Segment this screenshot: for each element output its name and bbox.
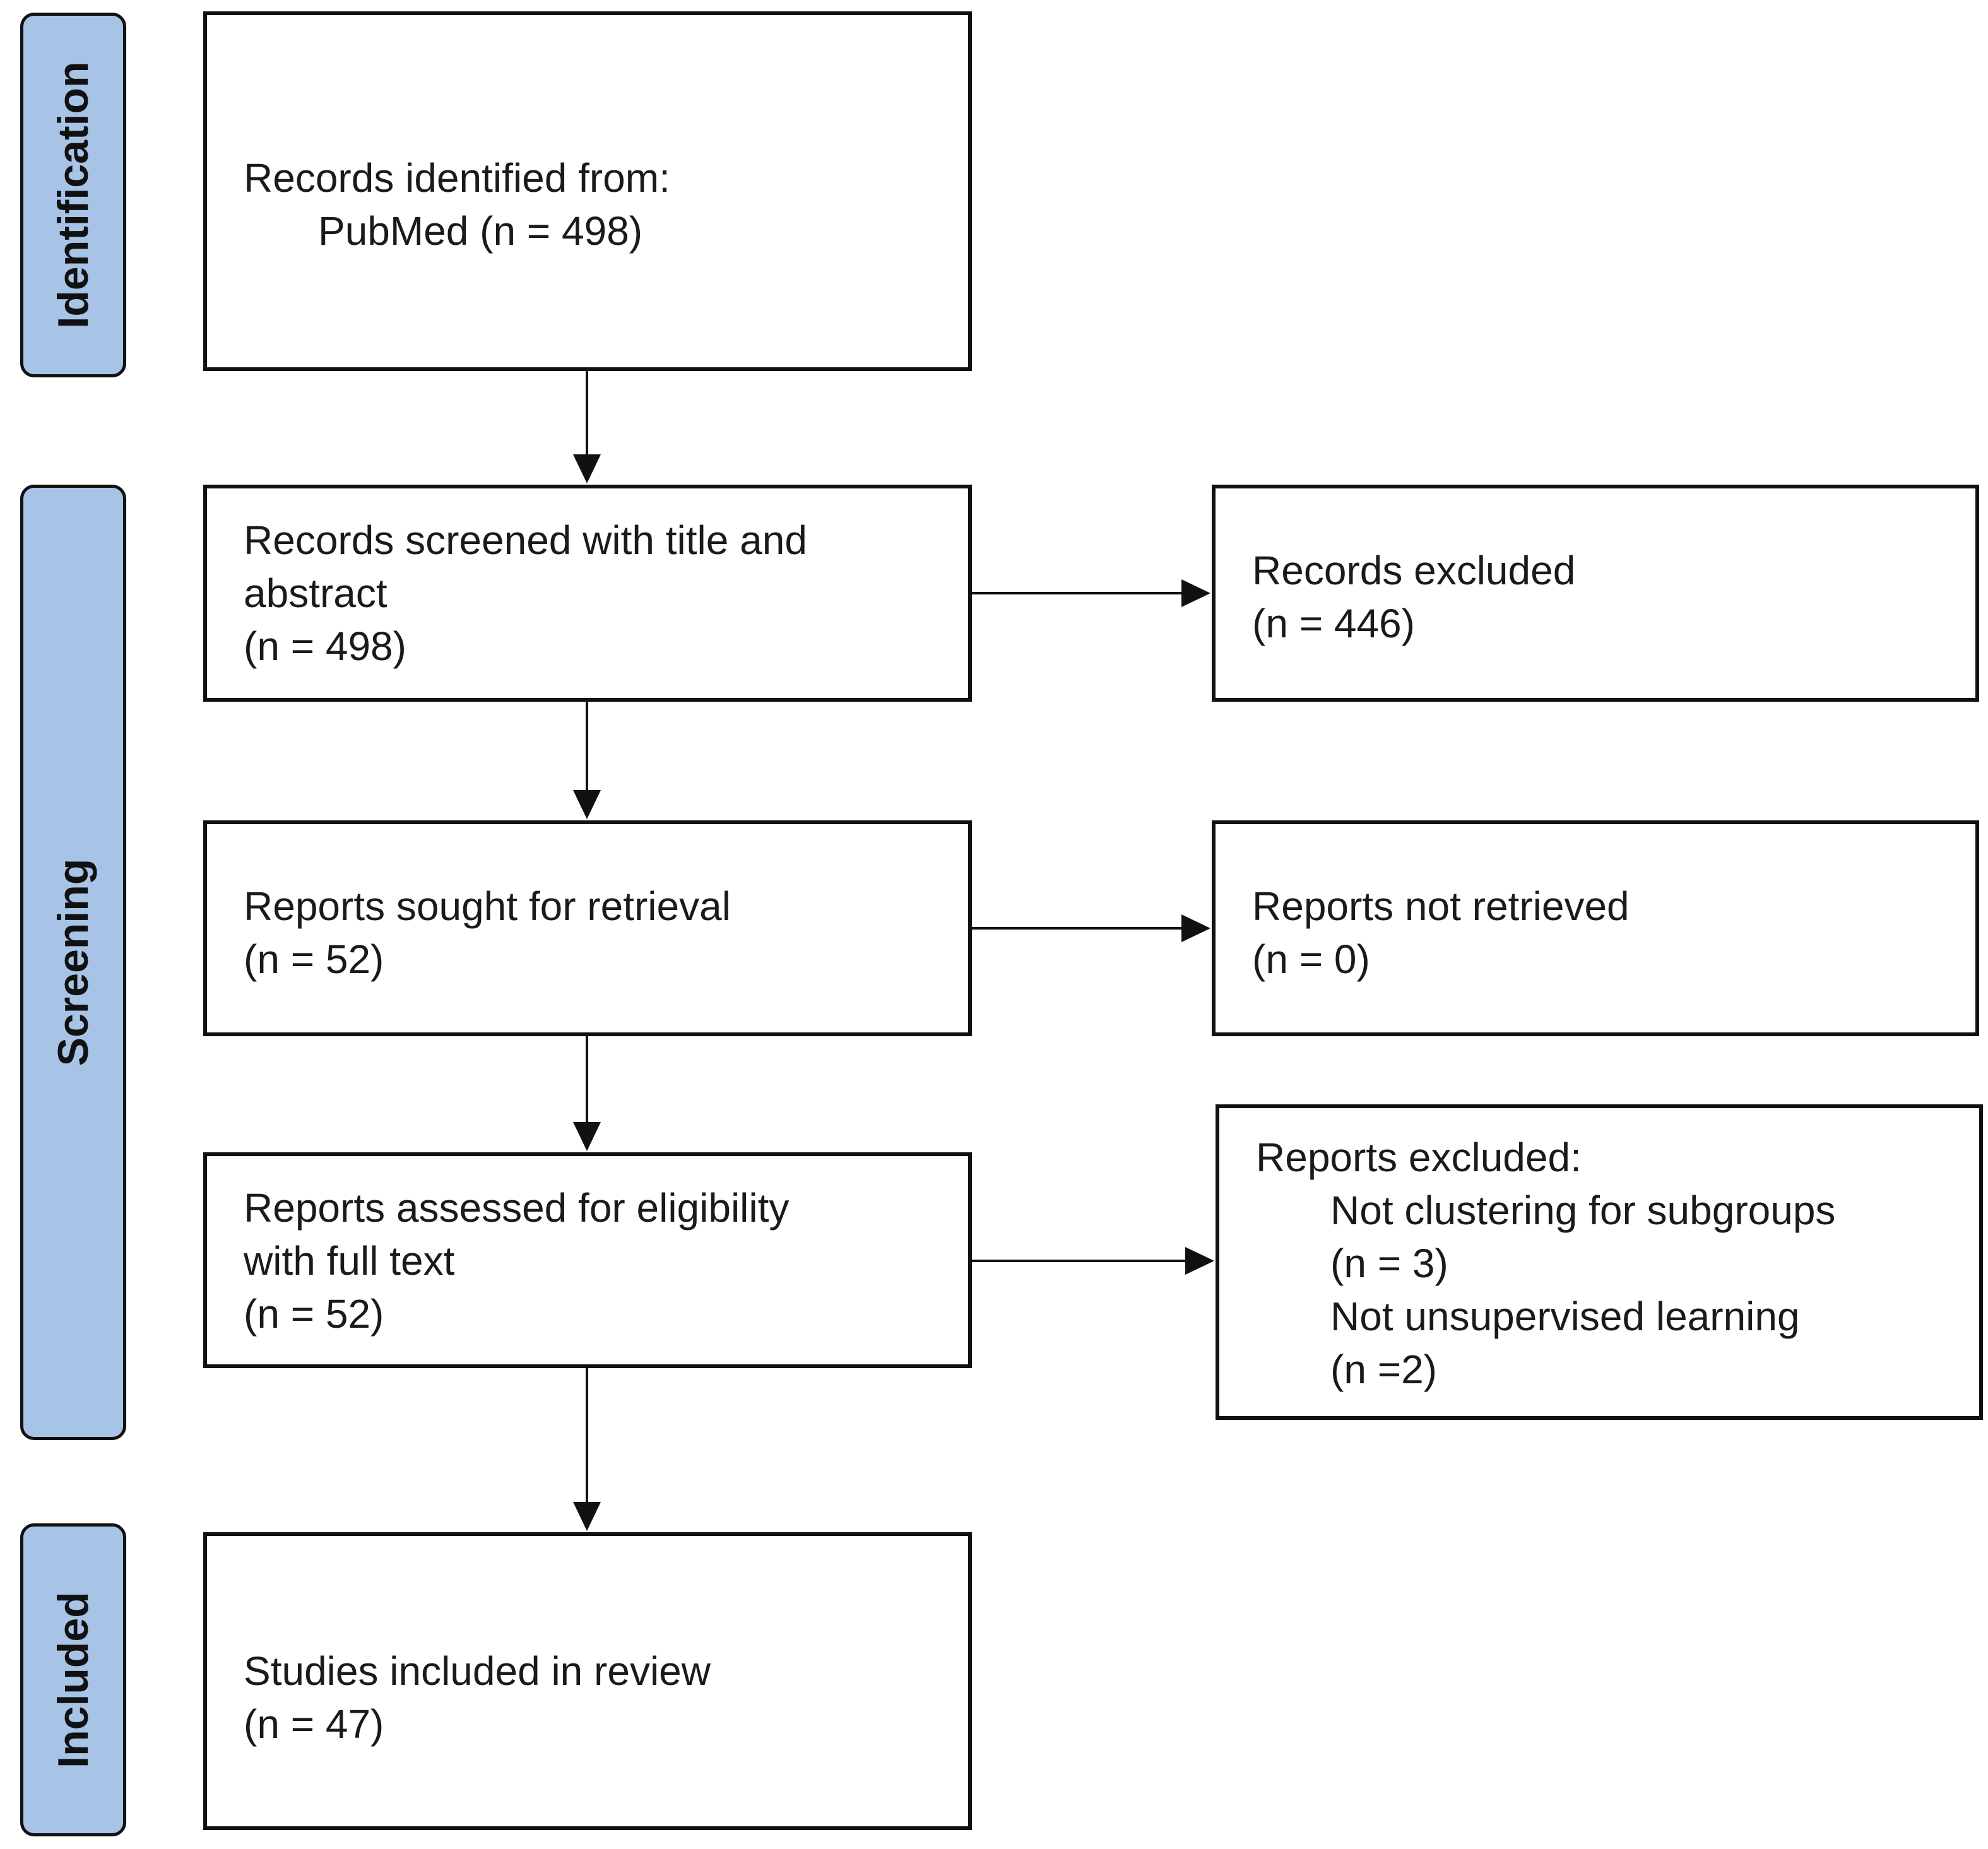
reports-assessed-label-cont: with full text (244, 1238, 455, 1284)
records-excluded-box: Records excluded (n = 446) (1212, 485, 1979, 702)
records-identified-label: Records identified from: (244, 155, 670, 201)
studies-included-label: Studies included in review (244, 1648, 711, 1694)
arrowhead-sought-to-assessed (573, 1122, 601, 1151)
exclusion-reason-2: Not unsupervised learning (1330, 1294, 1800, 1339)
records-screened-box: Records screened with title and abstract… (203, 485, 972, 702)
reports-not-retrieved-count: (n = 0) (1252, 936, 1370, 982)
records-identified-source: PubMed (n = 498) (318, 208, 643, 254)
reports-assessed-count: (n = 52) (244, 1291, 384, 1337)
records-screened-count: (n = 498) (244, 623, 406, 669)
arrowhead-identified-to-screened (573, 454, 601, 483)
arrowhead-screened-to-sought (573, 790, 601, 819)
reports-not-retrieved-box: Reports not retrieved (n = 0) (1212, 820, 1979, 1036)
phase-included: Included (20, 1523, 126, 1836)
records-excluded-label: Records excluded (1252, 548, 1576, 593)
exclusion-reason-1: Not clustering for subgroups (1330, 1188, 1836, 1233)
reports-excluded-label: Reports excluded: (1256, 1135, 1582, 1180)
phase-screening: Screening (20, 485, 126, 1440)
studies-included-box: Studies included in review (n = 47) (203, 1532, 972, 1830)
reports-excluded-box: Reports excluded: Not clustering for sub… (1216, 1104, 1983, 1420)
reports-not-retrieved-label: Reports not retrieved (1252, 883, 1630, 929)
exclusion-reason-2-count: (n =2) (1330, 1347, 1437, 1392)
reports-assessed-box: Reports assessed for eligibility with fu… (203, 1152, 972, 1368)
reports-sought-count: (n = 52) (244, 936, 384, 982)
reports-sought-label: Reports sought for retrieval (244, 883, 731, 929)
records-screened-label: Records screened with title and (244, 517, 807, 563)
records-excluded-count: (n = 446) (1252, 601, 1415, 646)
reports-assessed-label: Reports assessed for eligibility (244, 1185, 790, 1231)
records-screened-label-cont: abstract (244, 570, 388, 616)
arrowhead-assessed-to-excluded (1185, 1247, 1214, 1275)
records-identified-box: Records identified from: PubMed (n = 498… (203, 11, 972, 371)
phase-identification: Identification (20, 13, 126, 377)
reports-sought-box: Reports sought for retrieval (n = 52) (203, 820, 972, 1036)
exclusion-reason-1-count: (n = 3) (1330, 1241, 1448, 1286)
arrowhead-screened-to-excluded (1181, 579, 1210, 607)
arrowhead-assessed-to-included (573, 1502, 601, 1531)
studies-included-count: (n = 47) (244, 1701, 384, 1747)
arrowhead-sought-to-not-retrieved (1181, 914, 1210, 942)
